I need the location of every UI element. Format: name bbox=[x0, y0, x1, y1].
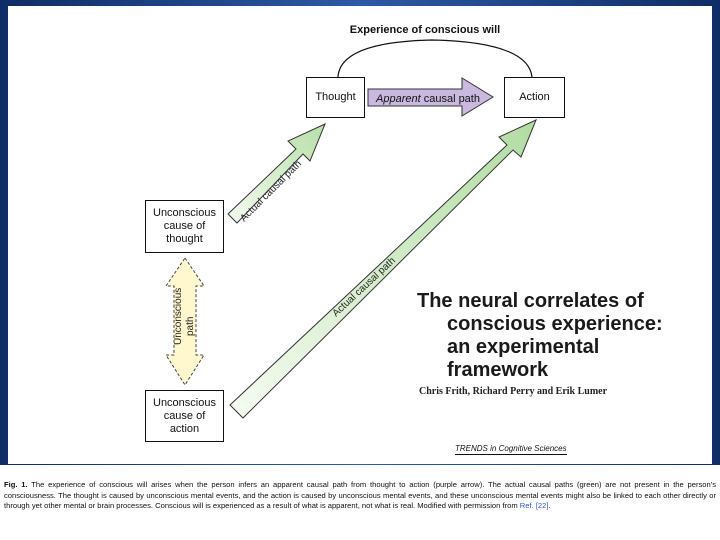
unconscious-thought-box: Unconscious cause of thought bbox=[145, 200, 224, 253]
conscious-will-arc bbox=[337, 39, 533, 78]
unconscious-path-label-1: Unconscious bbox=[173, 288, 184, 345]
caption-area bbox=[0, 465, 720, 540]
unconscious-thought-label: Unconscious cause of thought bbox=[153, 207, 216, 245]
apparent-path-label: Apparent causal path bbox=[375, 93, 480, 105]
article-authors: Chris Frith, Richard Perry and Erik Lume… bbox=[419, 386, 608, 397]
article-title-line-1: The neural correlates of bbox=[417, 290, 644, 312]
actual-path-arrow-thought bbox=[227, 123, 326, 224]
actual-path-label-lower: Actual causal path bbox=[331, 255, 398, 319]
action-label: Action bbox=[519, 91, 550, 103]
actual-path-arrow-action bbox=[229, 119, 537, 419]
apparent-path-arrow bbox=[367, 77, 494, 117]
action-box: Action bbox=[504, 77, 565, 118]
article-title-line-2: conscious experience: bbox=[447, 313, 663, 335]
top-label: Experience of conscious will bbox=[349, 24, 501, 36]
unconscious-action-label: Unconscious cause of action bbox=[153, 396, 216, 435]
journal-name: TRENDS in Cognitive Sciences bbox=[455, 444, 567, 455]
thought-label: Thought bbox=[315, 91, 356, 103]
article-title-line-4: framework bbox=[447, 359, 549, 381]
unconscious-path-arrow bbox=[165, 257, 205, 386]
article-title-line-3: an experimental bbox=[447, 336, 600, 358]
thought-box: Thought bbox=[306, 77, 365, 118]
caption-end: . bbox=[548, 501, 551, 510]
actual-path-label-upper: Actual causal path bbox=[238, 159, 304, 225]
caption-ref-link[interactable]: Ref. [22] bbox=[519, 501, 549, 510]
unconscious-path-label-2: path bbox=[185, 317, 196, 336]
unconscious-action-box: Unconscious cause of action bbox=[145, 390, 224, 442]
caption-text: The experience of conscious will arises … bbox=[4, 480, 716, 510]
caption-fig-number: Fig. 1. bbox=[4, 480, 28, 489]
figure-caption: Fig. 1. The experience of conscious will… bbox=[4, 480, 716, 512]
